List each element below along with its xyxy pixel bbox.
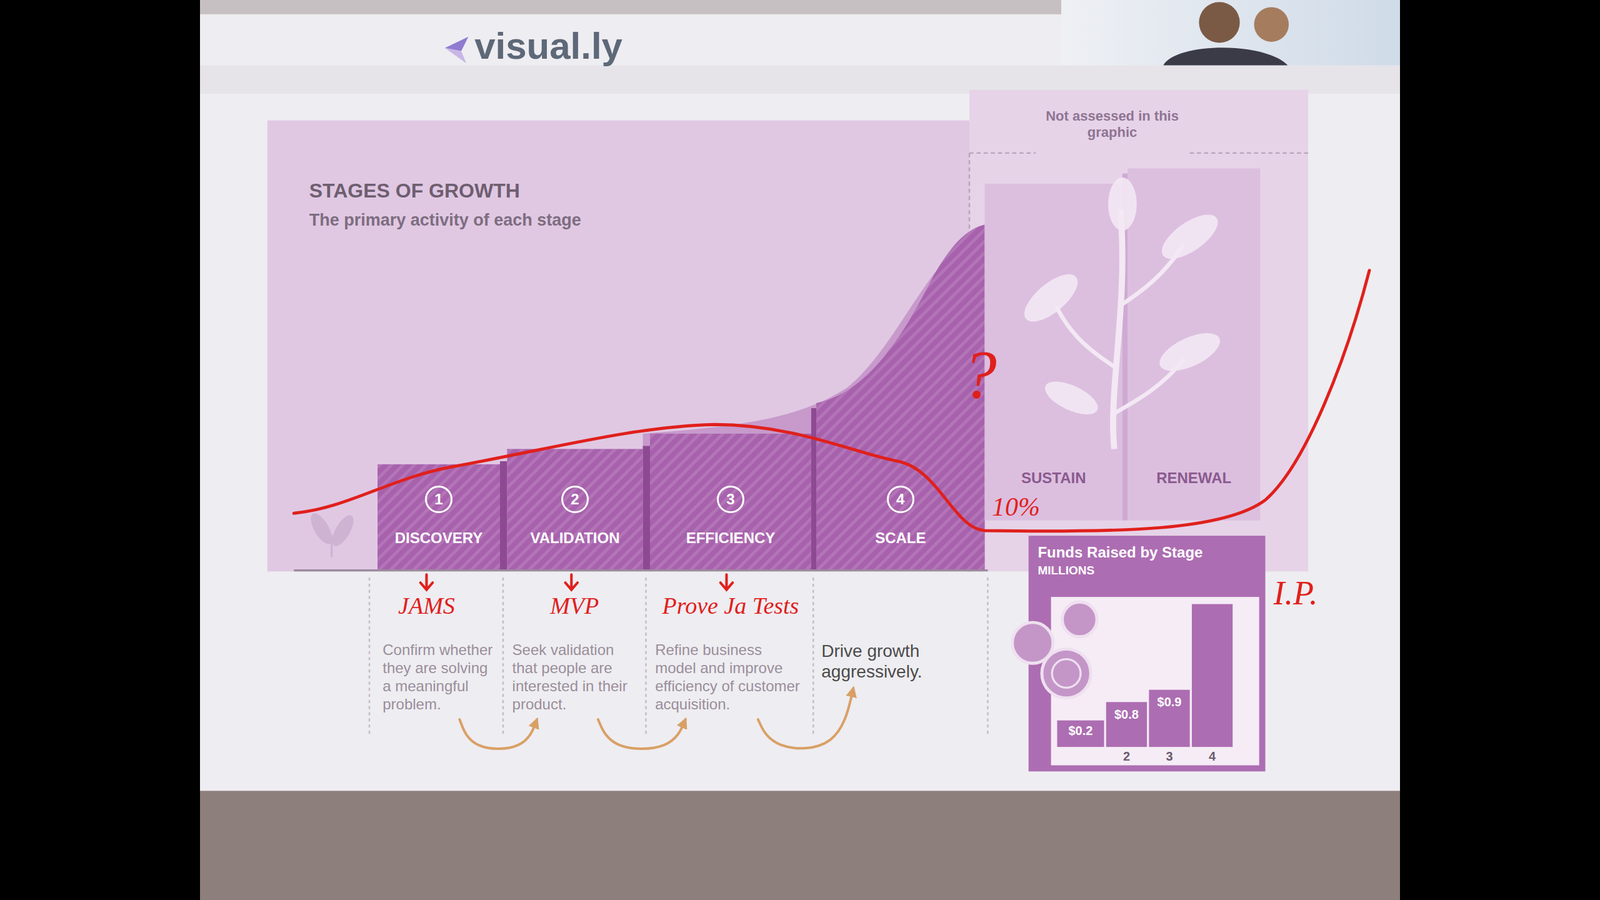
bar-value: $0.8	[1114, 708, 1139, 721]
axis-tick: 4	[1208, 750, 1216, 763]
band-gap	[811, 408, 817, 570]
person-shoulders	[1163, 47, 1288, 65]
stage-band	[506, 448, 643, 570]
funds-bar	[1056, 720, 1104, 747]
funds-panel-shape	[1028, 535, 1266, 772]
band-stripes	[506, 448, 643, 570]
handwritten-arrow	[565, 574, 578, 590]
phase-panel-shape	[1127, 168, 1260, 520]
stage-description: Drive growth aggressively.	[821, 640, 980, 682]
stage-name: EFFICIENCY	[655, 529, 807, 547]
logo-icon	[445, 48, 467, 64]
stage-description: Confirm whether they are solving a meani…	[382, 640, 495, 714]
person-head	[1198, 1, 1240, 43]
flow-arrow	[598, 719, 686, 749]
annotation-note: Not assessed in this graphic	[1040, 108, 1184, 141]
column-divider	[502, 577, 504, 737]
handwritten-mark: ?	[962, 340, 997, 409]
stage-description: Seek validation that people are interest…	[512, 640, 639, 714]
phase-panel: SUSTAIN	[985, 183, 1123, 521]
funds-bar	[1191, 604, 1233, 748]
plant-leaf	[1016, 266, 1085, 330]
column-divider	[986, 577, 989, 737]
coin-icon	[1041, 648, 1091, 698]
stage-band	[377, 464, 500, 570]
stage-name: SCALE	[821, 529, 980, 547]
band-gap	[643, 445, 650, 570]
logo-text: visual.ly	[474, 25, 623, 67]
slide	[200, 0, 1400, 791]
plant-leaf	[1040, 375, 1103, 422]
stage-description: Refine business model and improve effici…	[655, 640, 807, 714]
coin-ring	[1051, 659, 1081, 689]
stage-name: VALIDATION	[512, 529, 639, 547]
phase-name: RENEWAL	[1156, 469, 1232, 487]
bracket-line	[969, 152, 1036, 154]
plant-leaf	[1108, 177, 1137, 231]
flow-arrow	[459, 719, 537, 749]
panel-title: Funds Raised by Stage	[1037, 543, 1256, 562]
funds-bar	[1148, 690, 1190, 747]
stage-column: 2VALIDATION Seek validation that people a…	[506, 448, 643, 720]
stage-column: 4SCALE Drive growth aggressively.	[816, 403, 985, 689]
axis-tick: 2	[1123, 750, 1130, 763]
column-divider	[645, 577, 647, 737]
header-band	[200, 65, 1400, 94]
not-assessed-panel	[969, 90, 1309, 572]
diagram-title: STAGES OF GROWTH	[309, 179, 520, 202]
column-divider	[368, 577, 370, 737]
stage-column: 3EFFICIENCY Refine business model and imp…	[650, 433, 812, 720]
handwritten-note: Prove Ja Tests	[655, 593, 807, 619]
plant-leaf	[1155, 206, 1225, 267]
handwritten-arrow	[420, 574, 434, 590]
funds-panel: Funds Raised by StageMILLIONS	[1028, 535, 1266, 772]
handwritten-note: MVP	[550, 593, 599, 619]
bracket-line	[1190, 152, 1309, 154]
band-gap	[500, 461, 507, 570]
phase-panel: RENEWAL	[1127, 168, 1260, 520]
column-divider	[812, 577, 814, 737]
flow-arrow	[758, 688, 854, 749]
stage-number: 2	[561, 485, 589, 514]
plant-branch	[1056, 306, 1116, 368]
handwritten-curve	[293, 270, 1370, 532]
person-head	[1254, 6, 1290, 42]
subtitle: The primary activity of each stage	[309, 210, 582, 230]
sprout-leaf	[328, 511, 359, 550]
band-stripes	[650, 433, 812, 570]
handwritten-note: JAMS	[398, 593, 455, 619]
axis-tick: 3	[1165, 750, 1173, 763]
band-stripes	[816, 224, 985, 570]
stage-band	[816, 224, 985, 570]
phase-panel-shape	[985, 183, 1123, 521]
unit-label: MILLIONS	[1037, 563, 1256, 578]
funds-bar	[1106, 701, 1147, 747]
coin-icon	[1062, 601, 1098, 637]
band-stripes	[377, 464, 500, 570]
stage-column: 1DISCOVERY Confirm whether they are solvi…	[377, 464, 500, 720]
header-photo	[1061, 0, 1400, 65]
stage-name: DISCOVERY	[382, 529, 495, 547]
wall	[200, 0, 1400, 900]
stage-number: 3	[716, 485, 745, 514]
phase-name: SUSTAIN	[1021, 469, 1087, 487]
handwritten-note: 10%	[991, 493, 1040, 520]
handwritten-note: I.P.	[1273, 576, 1319, 610]
plant-leaf	[1154, 325, 1226, 379]
handwritten-arrow	[720, 574, 734, 590]
baseline	[293, 569, 988, 572]
stage-number: 4	[886, 485, 915, 514]
bar-value: $0.9	[1157, 695, 1182, 709]
bar-value: $0.2	[1068, 724, 1094, 737]
stage-number: 1	[425, 485, 453, 514]
stage-band	[650, 433, 812, 570]
sprout-leaf	[306, 510, 337, 548]
